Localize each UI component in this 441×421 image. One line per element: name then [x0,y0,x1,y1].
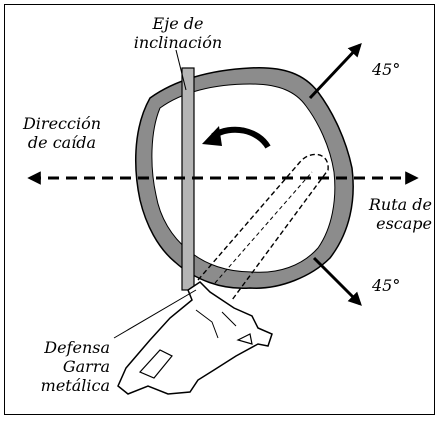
axis-label-line2: inclinación [133,33,223,52]
angle-label-bottom: 45° [372,276,401,295]
escape-route-label: Ruta de escape [340,195,432,233]
escape-label-line2: escape [376,214,432,233]
guard-leader-line [113,289,197,339]
chainsaw-chain-line [214,171,313,284]
guard-label: Defensa Garra metálica [14,338,110,395]
axis-label: Eje de inclinación [130,14,226,52]
rotation-arrowhead [202,126,222,146]
guard-label-line1: Defensa [44,338,110,357]
guard-label-line3: metálica [40,376,110,395]
chainsaw-rear-slot [236,333,253,345]
chainsaw-handle-slot [138,349,173,379]
fall-label-line2: de caída [27,133,97,152]
fall-label-line1: Dirección [22,114,102,133]
chainsaw-detail [195,309,237,339]
escape-arrow-bottom [312,256,362,306]
axis-leader-line [175,49,187,91]
escape-label-line1: Ruta de [368,195,432,214]
chainsaw-bar [197,153,329,301]
axis-label-line1: Eje de [152,14,204,33]
angle-label-top: 45° [372,60,401,79]
guard-label-line2: Garra [62,357,110,376]
escape-arrow-top [308,43,362,100]
fall-direction-label: Dirección de caída [14,114,110,152]
